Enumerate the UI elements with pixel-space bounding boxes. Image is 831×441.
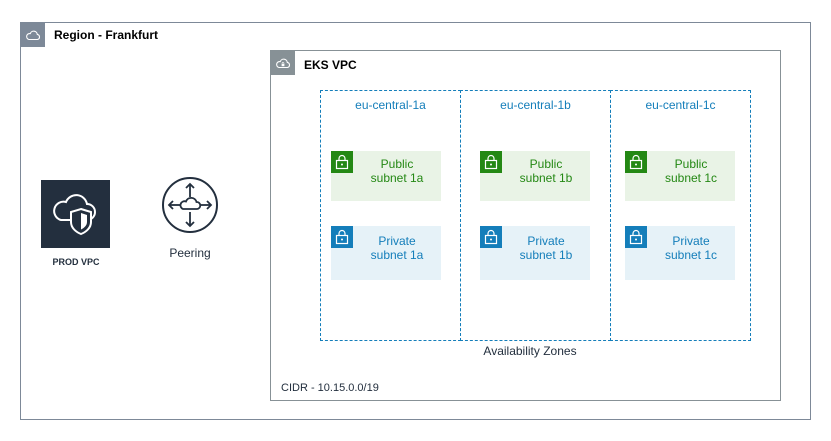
availability-zone-1a (320, 90, 461, 341)
subnet-label: subnet 1b (519, 248, 573, 262)
subnet-label: subnet 1a (370, 171, 424, 185)
vpc-shield-icon (41, 180, 110, 248)
subnet-label: Public (529, 157, 563, 171)
public-subnet-1b: Public subnet 1b (480, 151, 590, 201)
public-subnet-1a: Public subnet 1a (331, 151, 441, 201)
region-group: Region - Frankfurt (20, 22, 811, 420)
az-label: eu-central-1c (645, 98, 716, 112)
prod-vpc-label: PROD VPC (52, 257, 100, 267)
subnet-label: subnet 1b (519, 171, 573, 185)
availability-zone-1c (610, 90, 751, 341)
subnet-label: Private (378, 234, 416, 248)
cloud-icon (21, 23, 45, 47)
subnet-label: Public (674, 157, 708, 171)
lock-icon (625, 151, 647, 173)
private-subnet-1c: Private subnet 1c (625, 226, 735, 280)
private-subnet-1b: Private subnet 1b (480, 226, 590, 280)
az-label: eu-central-1a (355, 98, 426, 112)
eks-vpc-title: EKS VPC (304, 58, 357, 72)
subnet-label: Private (527, 234, 565, 248)
availability-zone-1b (460, 90, 611, 341)
subnet-label: subnet 1c (664, 248, 718, 262)
lock-icon (625, 226, 647, 248)
public-subnet-1c: Public subnet 1c (625, 151, 735, 201)
eks-vpc-group: EKS VPC CIDR - 10.15.0.0/19 (270, 50, 781, 401)
subnet-label: subnet 1c (664, 171, 718, 185)
peering-icon (161, 176, 219, 234)
cidr-label: CIDR - 10.15.0.0/19 (281, 382, 379, 394)
subnet-label: subnet 1a (370, 248, 424, 262)
az-label: eu-central-1b (500, 98, 571, 112)
lock-icon (331, 226, 353, 248)
subnet-label: Private (672, 234, 710, 248)
lock-icon (480, 226, 502, 248)
private-subnet-1a: Private subnet 1a (331, 226, 441, 280)
lock-icon (331, 151, 353, 173)
peering-label: Peering (169, 246, 211, 260)
vpc-cloud-lock-icon (271, 51, 295, 75)
lock-icon (480, 151, 502, 173)
region-title: Region - Frankfurt (54, 28, 158, 42)
availability-zones-caption: Availability Zones (483, 344, 577, 358)
subnet-label: Public (380, 157, 414, 171)
